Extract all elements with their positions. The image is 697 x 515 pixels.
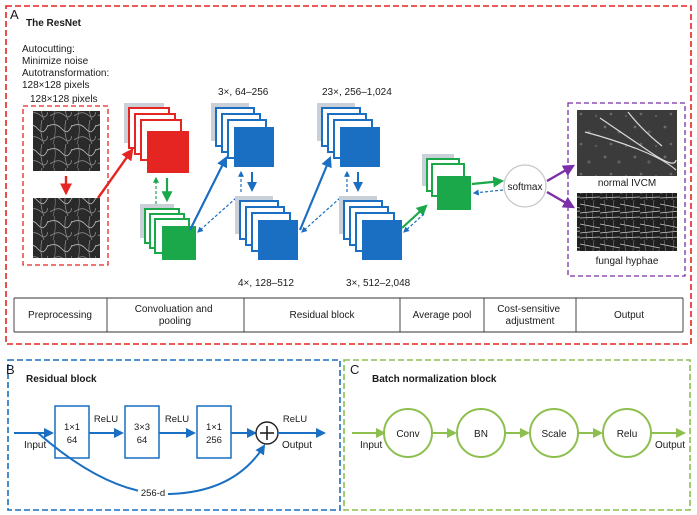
res-stack-2b (339, 196, 402, 260)
preprocess-note-1: Autocutting: (22, 44, 75, 55)
res-top-left-label: 3×, 64–256 (218, 87, 269, 98)
panel-c-letter: C (350, 362, 359, 377)
stage-conv-pooling-line1: Convoluation and (135, 304, 213, 315)
b-output-label: Output (282, 440, 312, 451)
res-back-dashed (197, 197, 237, 233)
b-conv2-c: 64 (137, 435, 148, 446)
panel-a-frame (5, 5, 692, 345)
stage-conv-pooling: Convoluation and pooling (135, 304, 216, 327)
res-stack-2a (317, 103, 380, 167)
normal-nerve-lines (584, 111, 677, 171)
b-conv2-k: 3×3 (134, 422, 150, 433)
avgpool-green-stack (422, 154, 471, 210)
b-conv1-k: 1×1 (64, 422, 80, 433)
res-stack-1b (235, 196, 298, 260)
stage-average-pool: Average pool (413, 310, 472, 321)
panel-b: B Residual block Input 1×1 64 ReLU 3×3 6… (6, 359, 341, 511)
c-node-bn-label: BN (474, 429, 488, 440)
stage-output: Output (614, 310, 644, 321)
c-input-label: Input (360, 440, 382, 451)
res-top-right-label: 23×, 256–1,024 (322, 87, 392, 98)
image-size-label: 128×128 pixels (30, 94, 98, 105)
b-skip-label: 256-d (141, 488, 165, 499)
panel-a-letter: A (10, 7, 19, 22)
panel-c-frame (343, 359, 691, 511)
output-image-fungal (577, 193, 677, 251)
avgpool-back-dashed (403, 213, 425, 233)
b-relu-2: ReLU (165, 414, 189, 425)
to-res-arrow (189, 156, 227, 231)
panel-a-title: The ResNet (26, 18, 82, 29)
b-relu-1: ReLU (94, 414, 118, 425)
output-image-normal (577, 110, 677, 176)
input-image-bottom (33, 198, 100, 258)
to-conv-arrow (97, 148, 134, 199)
res-1-to-2-arrow (298, 155, 332, 231)
panel-b-title: Residual block (26, 374, 97, 385)
output-fungal-label: fungal hyphae (596, 256, 659, 267)
panel-a: A The ResNet Autocutting: Minimize noise… (5, 5, 692, 345)
panel-c: C Batch normalization block Input Conv B… (343, 359, 691, 511)
conv-red-stack (124, 103, 189, 173)
softmax-node (503, 164, 547, 208)
softmax-back-dashed (472, 189, 504, 196)
panel-c-title: Batch normalization block (372, 374, 497, 385)
stage-cost-line1: Cost-sensitive (497, 304, 560, 315)
c-node-conv-label: Conv (396, 429, 419, 440)
output-frame (567, 102, 686, 277)
panel-b-letter: B (6, 362, 15, 377)
c-node-relu-label: Relu (617, 429, 638, 440)
stage-cost-sensitive: Cost-sensitive adjustment (497, 304, 563, 327)
input-image-top (33, 111, 100, 171)
to-softmax-arrow (471, 176, 505, 188)
preprocess-note-3: Autotransformation: (22, 68, 109, 79)
panel-b-frame (7, 359, 341, 511)
stage-bar (13, 297, 684, 333)
stage-cost-line2: adjustment (506, 316, 555, 327)
b-input-label: Input (24, 440, 46, 451)
stage-preprocessing: Preprocessing (28, 310, 92, 321)
c-node-scale-label: Scale (541, 429, 566, 440)
b-conv3-c: 256 (206, 435, 222, 446)
preprocess-note-2: Minimize noise (22, 56, 89, 67)
softmax-to-normal-arrow (546, 164, 576, 183)
res-2-back-dashed (301, 197, 341, 233)
res-bottom-right-label: 3×, 512–2,048 (346, 278, 411, 289)
pool-green-stack (140, 204, 196, 260)
b-skip-connection (37, 432, 266, 496)
b-conv3-k: 1×1 (206, 422, 222, 433)
c-output-label: Output (655, 440, 685, 451)
to-avgpool-arrow (401, 204, 428, 229)
output-normal-label: normal IVCM (598, 178, 656, 189)
softmax-label: softmax (507, 182, 542, 193)
b-skip-label-bg (138, 486, 168, 499)
res-stack-1a (211, 103, 274, 167)
softmax-to-fungal-arrow (546, 190, 576, 209)
b-conv1-c: 64 (67, 435, 78, 446)
preprocess-note-4: 128×128 pixels (22, 80, 90, 91)
stage-residual-block: Residual block (289, 310, 355, 321)
stage-conv-pooling-line2: pooling (159, 316, 191, 327)
b-relu-out: ReLU (283, 414, 307, 425)
res-bottom-left-label: 4×, 128–512 (238, 278, 294, 289)
